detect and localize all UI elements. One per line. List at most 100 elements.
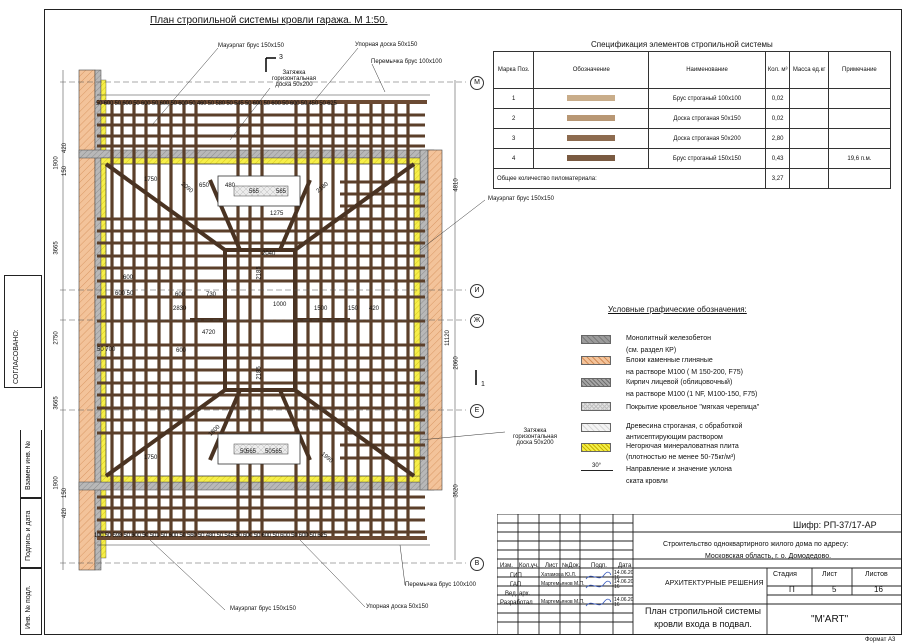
section-mark-top: 3 [279,54,283,61]
stamp-col-date: Дата [618,563,632,569]
stamp-cipher: Шифр: РП-37/17-АР [793,520,877,530]
inner-dim: 1750 [144,455,158,461]
legend-slope-value: 30° [592,463,602,469]
sheet-format: Формат А3 [865,637,896,643]
inner-dim: 565 [246,449,257,455]
stamp-sheets: 16 [874,585,883,594]
legend-sub: на растворе М100 (1 NF, М100-150, F75) [626,391,758,398]
spec-qty: 0,43 [764,148,791,169]
legend-text: Негорючая минераловатная плита [626,443,739,450]
drawing-frame [44,9,902,635]
stamp-col-izm: Изм. [500,563,513,569]
dim-left-150-bottom: 150 [62,487,69,499]
legend-text: Кирпич лицевой (облицовочный) [626,379,733,386]
axis-v: В [470,557,484,571]
dim-left-3665-bottom: 3665 [53,396,60,410]
stamp-col-doc: №Док. [562,563,581,569]
axis-zh: Ж [470,314,484,328]
title-block-grid [497,514,902,635]
spec-pos: 3 [492,128,535,149]
legend-text: Монолитный железобетон [626,335,712,342]
stamp-section: АРХИТЕКТУРНЫЕ РЕШЕНИЯ [665,580,764,587]
spec-swatch-cell [533,108,650,129]
legend-swatch-concrete [581,335,611,344]
spec-row: 3 Доска строганая 50х200 2,80 [492,128,892,149]
legend-swatch-clay-blocks [581,356,611,365]
stamp-col-list: Лист [545,563,559,569]
spec-pos: 1 [492,88,535,109]
inner-dim: 565 [276,189,287,195]
plan-title: План стропильной системы кровли гаража. … [150,15,388,26]
sidebar-sign-date-box: Подпись и дата [20,498,42,568]
spec-note [827,88,892,109]
legend-swatch-mineral-wool [581,443,611,452]
stamp-date: 14.06.20 16 [614,579,634,590]
legend-text: Направление и значение уклона [626,466,732,473]
spec-mass [789,88,829,109]
spec-mass [789,128,829,149]
dim-left-2750: 2750 [53,331,60,345]
inner-dim: 1000 [273,302,287,308]
inner-dim: 480 [225,183,236,189]
dims-bottom: 100 50 598 50 600 50 501 50 600 50 560 5… [94,533,327,539]
legend-swatch-brick [581,378,611,387]
sidebar-inv-replaced-box: Взамен инв. № [20,430,42,498]
inner-dim: 1275 [270,211,284,217]
spec-col-name: Наименование [648,51,766,89]
stamp-role: Разработал [500,600,533,606]
stamp-stage: П [789,585,795,594]
stamp-drawing-title: План стропильной системы кровли входа в … [645,606,761,629]
spec-name: Доска строганая 50х150 [648,108,766,129]
inner-dim: 1500 [314,306,328,312]
timber-swatch [567,135,616,142]
spec-header-row: Марка Поз. Обозначение Наименование Кол.… [492,51,892,89]
legend-slope-arrow [581,470,613,471]
inner-dim: 2040 [262,251,276,257]
spec-mass [789,148,829,169]
callout-mauerlat-right: Мауэрлат брус 150х150 [488,196,554,202]
stamp-person: Мартемьянов М.П. [541,599,585,605]
spec-row: 1 Брус строганый 100х100 0,02 [492,88,892,109]
spec-mass [789,108,829,129]
inner-dim: 600 50 [115,291,134,297]
legend-sub: (плотностью не менее 50-75кг/м³) [626,454,736,461]
spec-swatch-cell [533,148,650,169]
legend-sub: (см. раздел КР) [626,347,677,354]
callout-jumper-top: Перемычка брус 100х100 [371,59,442,65]
stamp-date: 14.06.20 16 [614,570,634,581]
spec-note: 19,6 п.м. [827,148,892,169]
legend-sub: на растворе М100 ( М 150-200, F75) [626,369,743,376]
legend-text: Блоки каменные глиняные [626,357,713,364]
timber-swatch [567,155,616,162]
timber-swatch [567,95,616,102]
spec-total-row: Общее количество пиломатериала: 3,27 [493,168,892,189]
spec-pos: 2 [492,108,535,129]
dim-right-4810: 4810 [453,178,460,192]
section-mark-right: 1 [481,381,485,388]
callout-mauerlat-top: Мауэрлат брус 150х150 [218,43,284,49]
spec-qty: 0,02 [764,108,791,129]
callout-support-bottom: Упорная доска 50х150 [366,604,429,610]
spec-swatch-cell [533,88,650,109]
dim-left-420-bottom: 420 [62,507,69,519]
stamp-person: Хатамова Ю.Л. [541,572,577,578]
stamp-col-kol: Кол.уч. [519,563,539,569]
callout-support-top: Упорная доска 50х150 [355,42,418,48]
axis-i: И [470,284,484,298]
legend-swatch-timber [581,423,611,432]
inner-dim: 600 [175,292,186,298]
inner-dim: 565 [249,189,260,195]
stamp-stage-label: Стадия [773,571,797,578]
spec-row: 4 Брус строганый 150х150 0,43 19,6 п.м. [492,148,892,169]
inner-dim: 650 [199,183,210,189]
inner-dim: 150 [348,306,359,312]
spec-qty: 0,02 [764,88,791,109]
spec-col-mass: Масса ед.кг [789,51,829,89]
spec-note [827,128,892,149]
spec-total-qty: 3,27 [764,168,791,189]
inner-dim: 2830 [173,306,187,312]
spec-qty: 2,80 [764,128,791,149]
spec-title: Спецификация элементов стропильной систе… [591,40,773,49]
